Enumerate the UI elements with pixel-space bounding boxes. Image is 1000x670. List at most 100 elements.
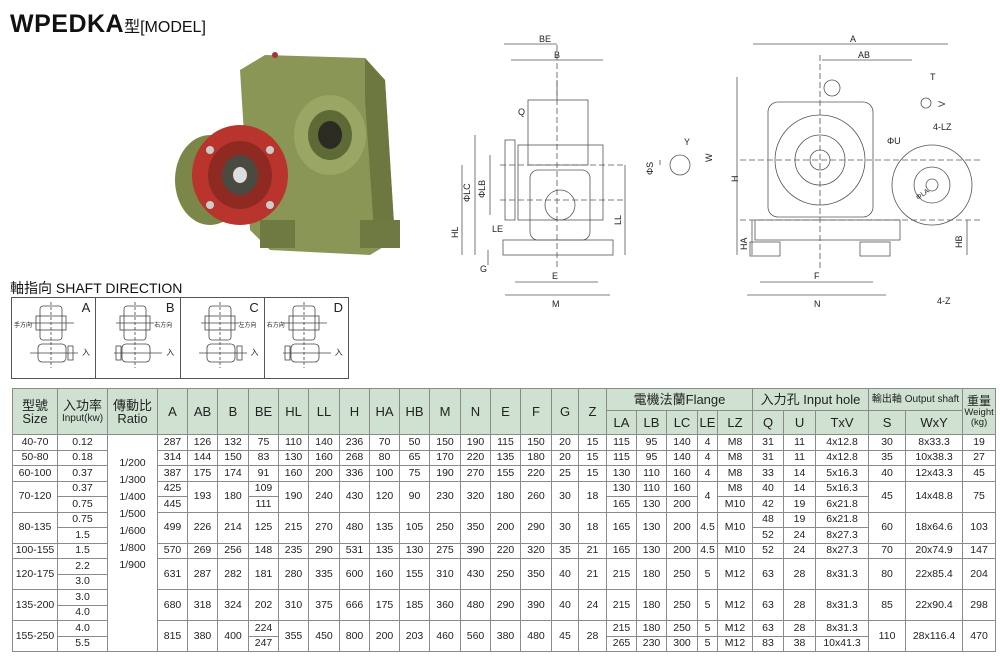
input-cell: 5.5 [57, 635, 108, 652]
f-cell: 180 [520, 449, 552, 466]
txv-cell: 8x27.3 [815, 527, 870, 544]
lc-cell: 200 [666, 542, 698, 559]
header-hb: HB [399, 388, 430, 435]
b-cell: 132 [217, 434, 249, 451]
input-cell: 2.2 [57, 558, 108, 575]
header-e: E [490, 388, 521, 435]
weight-cell: 147 [962, 542, 997, 559]
ll-cell: 200 [308, 465, 340, 482]
le-cell: 4 [697, 449, 718, 466]
hl-cell: 190 [278, 480, 309, 513]
s-cell: 45 [868, 480, 907, 513]
label-LZ: 4-LZ [933, 122, 952, 132]
header-flange: 電機法蘭Flange [605, 388, 754, 411]
u-cell: 28 [783, 620, 817, 637]
input-cell: 3.0 [57, 573, 108, 590]
ab-cell: 193 [187, 480, 218, 513]
s-cell: 70 [868, 542, 907, 559]
wxy-cell: 14x48.8 [905, 480, 964, 513]
lb-cell: 110 [636, 465, 667, 482]
size-cell: 135-200 [12, 589, 58, 621]
be-cell: 83 [248, 449, 279, 466]
lz-cell: M12 [716, 635, 754, 652]
weight-cell: 103 [962, 511, 997, 544]
ab-cell: 175 [187, 465, 218, 482]
lb-cell: 95 [636, 434, 667, 451]
header-la: LA [606, 410, 637, 435]
lb-cell: 130 [636, 542, 667, 559]
input-mark: 入 [82, 348, 90, 357]
a-cell: 287 [157, 434, 188, 451]
be-cell: 109 [248, 480, 279, 497]
lb-cell: 130 [636, 496, 667, 513]
e-cell: 200 [490, 511, 521, 544]
q-cell: 40 [752, 480, 785, 497]
header-ratio-en: Ratio [117, 410, 148, 426]
b-cell: 282 [217, 558, 249, 590]
m-cell: 150 [429, 434, 461, 451]
e-cell: 220 [490, 542, 521, 559]
txv-cell: 6x21.8 [815, 496, 870, 513]
rotation-note: 右方向 [266, 323, 285, 329]
input-cell: 0.75 [57, 511, 108, 528]
h-cell: 666 [339, 589, 370, 621]
u-cell: 14 [783, 465, 817, 482]
ratio-value: 1/400 [119, 491, 146, 503]
label-U: ΦU [887, 136, 901, 146]
txv-cell: 10x41.3 [815, 635, 870, 652]
label-M: M [552, 299, 560, 309]
weight-cell: 45 [962, 465, 997, 482]
rotation-note: 左方向 [238, 323, 257, 329]
e-cell: 115 [490, 434, 521, 451]
size-cell: 40-70 [12, 434, 58, 451]
header-s: S [868, 410, 907, 435]
z-cell: 15 [578, 434, 607, 451]
header-size-en: Size [22, 410, 48, 426]
lz-cell: M8 [716, 434, 754, 451]
lz-cell: M12 [716, 558, 754, 590]
a-cell: 499 [157, 511, 188, 544]
label-Y: Y [684, 137, 690, 147]
label-G: G [480, 264, 487, 274]
q-cell: 33 [752, 465, 785, 482]
h-cell: 600 [339, 558, 370, 590]
lb-cell: 180 [636, 558, 667, 590]
e-cell: 135 [490, 449, 521, 466]
header-ll: LL [308, 388, 340, 435]
lc-cell: 200 [666, 496, 698, 513]
ll-cell: 450 [308, 620, 340, 652]
la-cell: 215 [606, 620, 637, 637]
ab-cell: 380 [187, 620, 218, 652]
rotation-note: 手方向 [14, 323, 33, 329]
wxy-cell: 8x33.3 [905, 434, 964, 451]
ll-cell: 270 [308, 511, 340, 544]
label-Q: Q [518, 107, 525, 117]
label-LE: LE [492, 224, 503, 234]
le-cell: 4.5 [697, 542, 718, 559]
hb-cell: 185 [399, 589, 430, 621]
be-cell: 224 [248, 620, 279, 637]
size-cell: 70-120 [12, 480, 58, 513]
ha-cell: 200 [369, 620, 400, 652]
rotation-note: 右方向 [154, 323, 173, 329]
hb-cell: 50 [399, 434, 430, 451]
wxy-cell: 12x43.3 [905, 465, 964, 482]
ll-cell: 240 [308, 480, 340, 513]
h-cell: 336 [339, 465, 370, 482]
n-cell: 320 [460, 480, 491, 513]
lb-cell: 180 [636, 589, 667, 621]
z-cell: 28 [578, 620, 607, 652]
h-cell: 531 [339, 542, 370, 559]
lb-cell: 130 [636, 511, 667, 544]
g-cell: 35 [551, 542, 579, 559]
header-g: G [551, 388, 579, 435]
a-cell: 631 [157, 558, 188, 590]
wxy-cell: 22x90.4 [905, 589, 964, 621]
be-cell: 148 [248, 542, 279, 559]
label-LB: ΦLB [477, 180, 487, 198]
f-cell: 320 [520, 542, 552, 559]
input-cell: 0.18 [57, 449, 108, 466]
